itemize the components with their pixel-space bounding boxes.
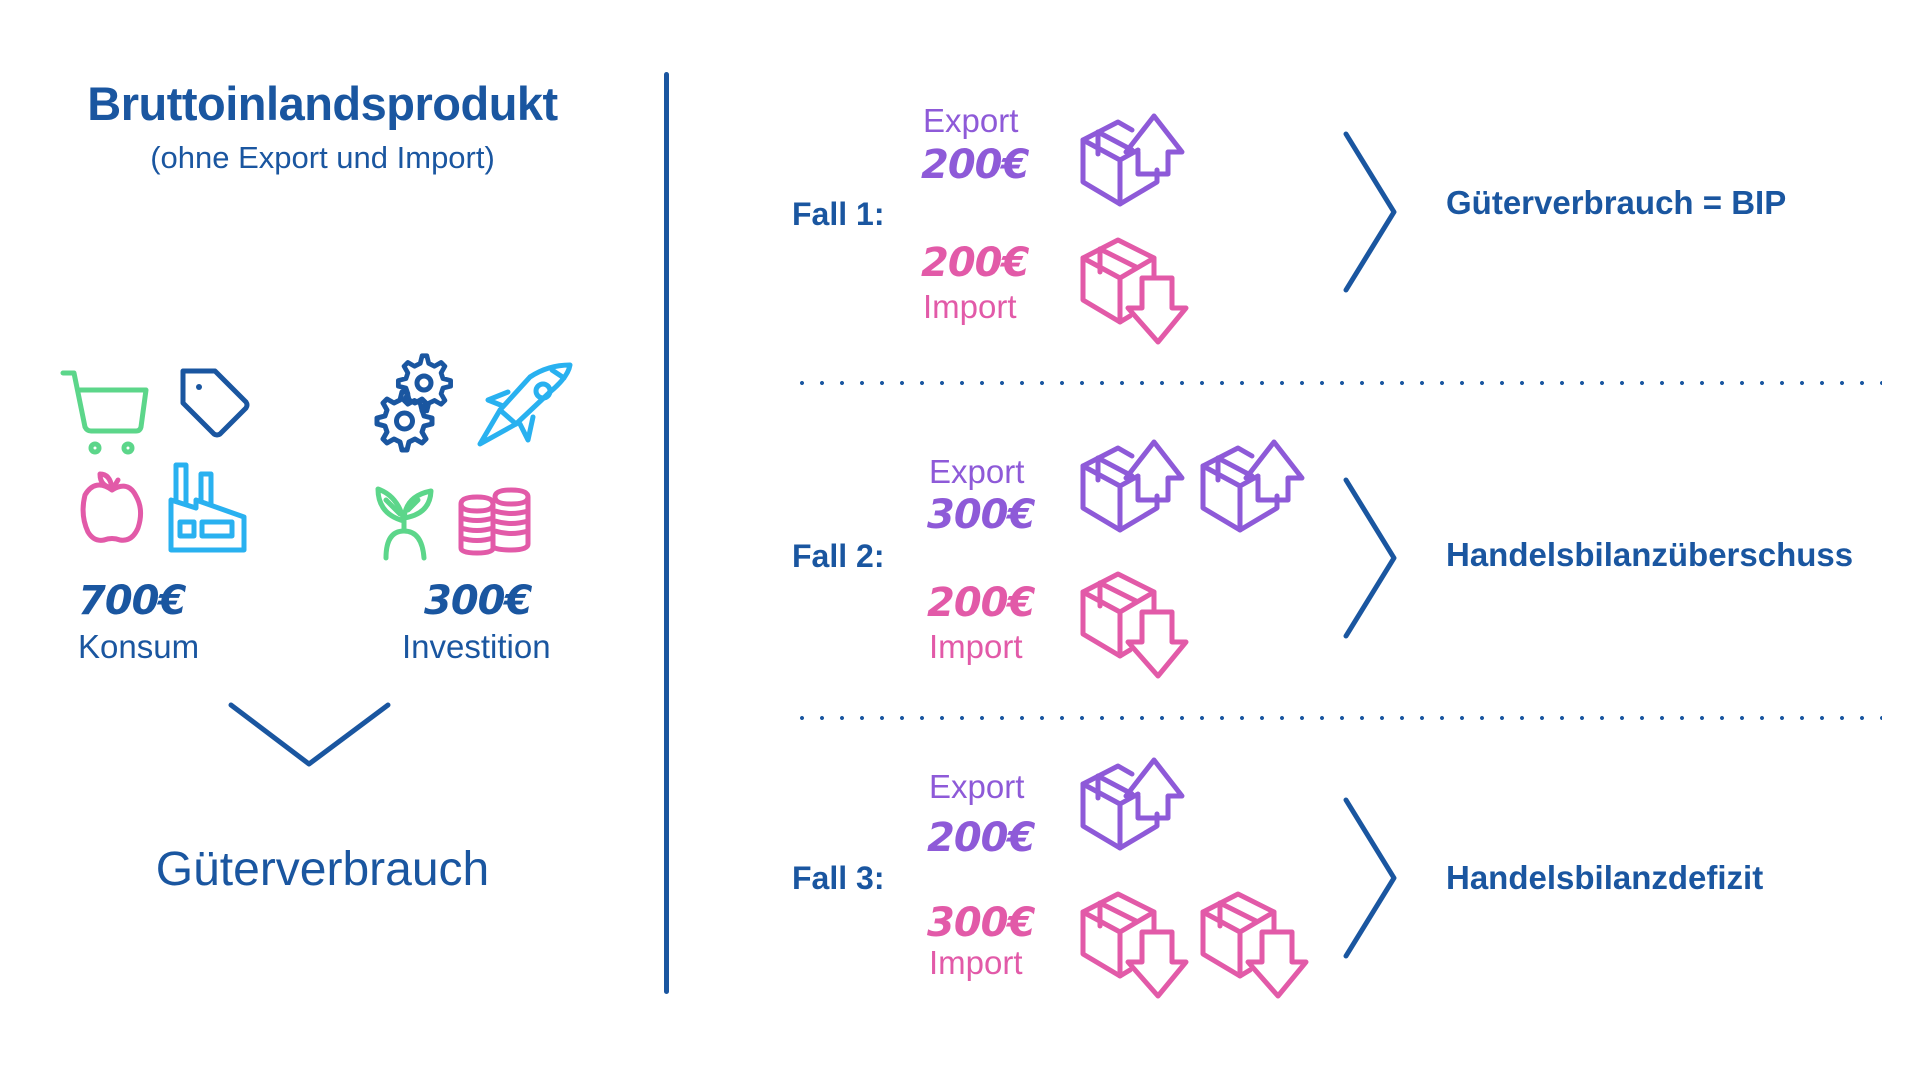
apple-icon <box>80 471 144 543</box>
case-label: Fall 1: <box>792 196 885 232</box>
case-label: Fall 2: <box>792 538 885 574</box>
export-box-icon <box>1080 113 1185 207</box>
sprout-icon <box>375 486 434 561</box>
dotted-separator <box>792 716 1882 720</box>
export-label: Export <box>929 453 1025 490</box>
chevron-right-icon <box>1343 797 1397 959</box>
import-amount: 200€ <box>927 580 1035 626</box>
coin-stacks-icon <box>458 487 531 556</box>
konsum-amount: 700€ <box>78 578 186 624</box>
import-box-icon <box>1080 891 1189 999</box>
import-amount: 300€ <box>927 900 1035 946</box>
factory-icon <box>168 462 247 553</box>
import-label: Import <box>929 944 1023 981</box>
price-tag-icon <box>180 368 250 438</box>
import-box-icon <box>1080 237 1189 345</box>
export-amount: 200€ <box>927 815 1035 861</box>
export-box-icon <box>1200 439 1305 533</box>
bip-title: Bruttoinlandsprodukt <box>87 77 558 130</box>
import-label: Import <box>929 628 1023 665</box>
konsum-label: Konsum <box>78 628 200 665</box>
gears-icon <box>374 353 453 453</box>
import-box-icon <box>1080 571 1189 679</box>
chevron-right-icon <box>1343 477 1397 639</box>
case-result: Handelsbilanzüberschuss <box>1446 536 1854 573</box>
investition-amount: 300€ <box>424 578 532 624</box>
bip-subtitle: (ohne Export und Import) <box>150 140 495 175</box>
import-label: Import <box>923 288 1017 325</box>
investition-label: Investition <box>402 628 551 665</box>
export-box-icon <box>1080 757 1185 851</box>
export-amount: 200€ <box>921 142 1029 188</box>
export-amount: 300€ <box>927 492 1035 538</box>
case-label: Fall 3: <box>792 860 885 896</box>
case-result: Güterverbrauch = BIP <box>1446 184 1787 221</box>
case-result: Handelsbilanzdefizit <box>1446 859 1764 896</box>
chevron-right-icon <box>1343 131 1397 293</box>
import-amount: 200€ <box>921 240 1029 286</box>
vertical-divider <box>664 72 669 994</box>
export-box-icon <box>1080 439 1185 533</box>
rocket-icon <box>477 362 573 447</box>
shopping-cart-icon <box>60 370 149 455</box>
import-box-icon <box>1200 891 1309 999</box>
export-label: Export <box>929 768 1025 805</box>
gueterverbrauch-result: Güterverbrauch <box>155 843 490 896</box>
export-label: Export <box>923 102 1019 139</box>
dotted-separator <box>792 381 1882 385</box>
chevron-down-icon <box>228 702 391 767</box>
